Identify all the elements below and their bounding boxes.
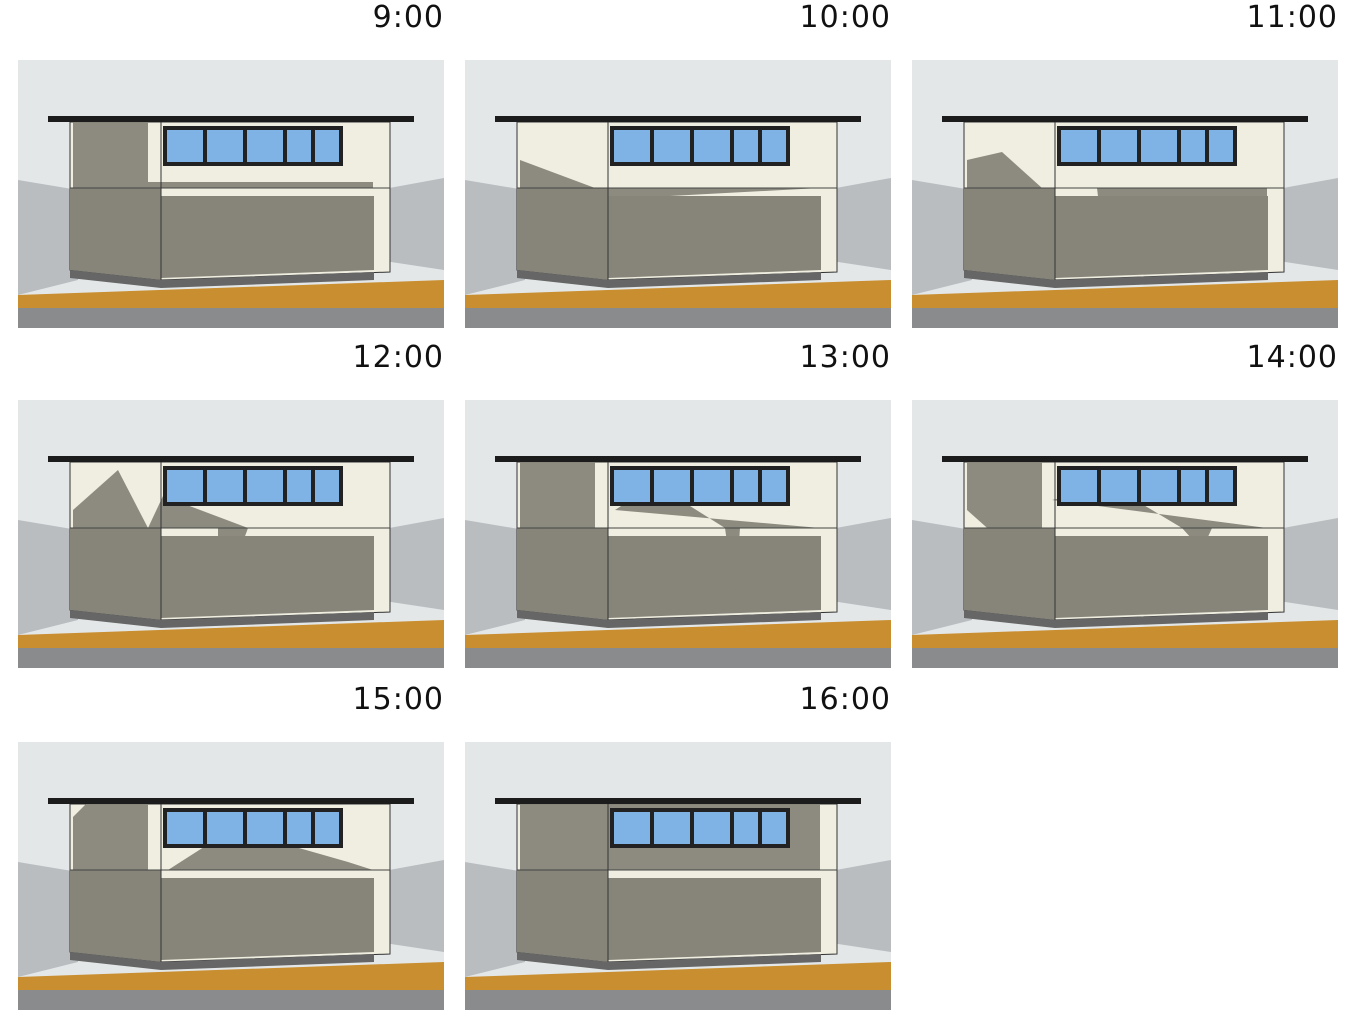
sun-panel-1100: 11:00 [912,0,1338,330]
time-label: 16:00 [799,682,891,717]
building-render [912,400,1338,668]
building-render [465,60,891,328]
sun-panel-1400: 14:00 [912,340,1338,670]
sun-panel-1200: 12:00 [18,340,444,670]
sun-panel-1600: 16:00 [465,682,891,1012]
building-render [465,742,891,1010]
sun-panel-0900: 9:00 [18,0,444,330]
sun-panel-1300: 13:00 [465,340,891,670]
time-label: 9:00 [372,0,444,35]
sun-panel-1000: 10:00 [465,0,891,330]
time-label: 14:00 [1246,340,1338,375]
building-render [912,60,1338,328]
time-label: 12:00 [352,340,444,375]
sun-panel-1500: 15:00 [18,682,444,1012]
time-label: 10:00 [799,0,891,35]
time-label: 11:00 [1246,0,1338,35]
time-label: 13:00 [799,340,891,375]
time-label: 15:00 [352,682,444,717]
building-render [18,60,444,328]
building-render [465,400,891,668]
building-render [18,400,444,668]
building-render [18,742,444,1010]
